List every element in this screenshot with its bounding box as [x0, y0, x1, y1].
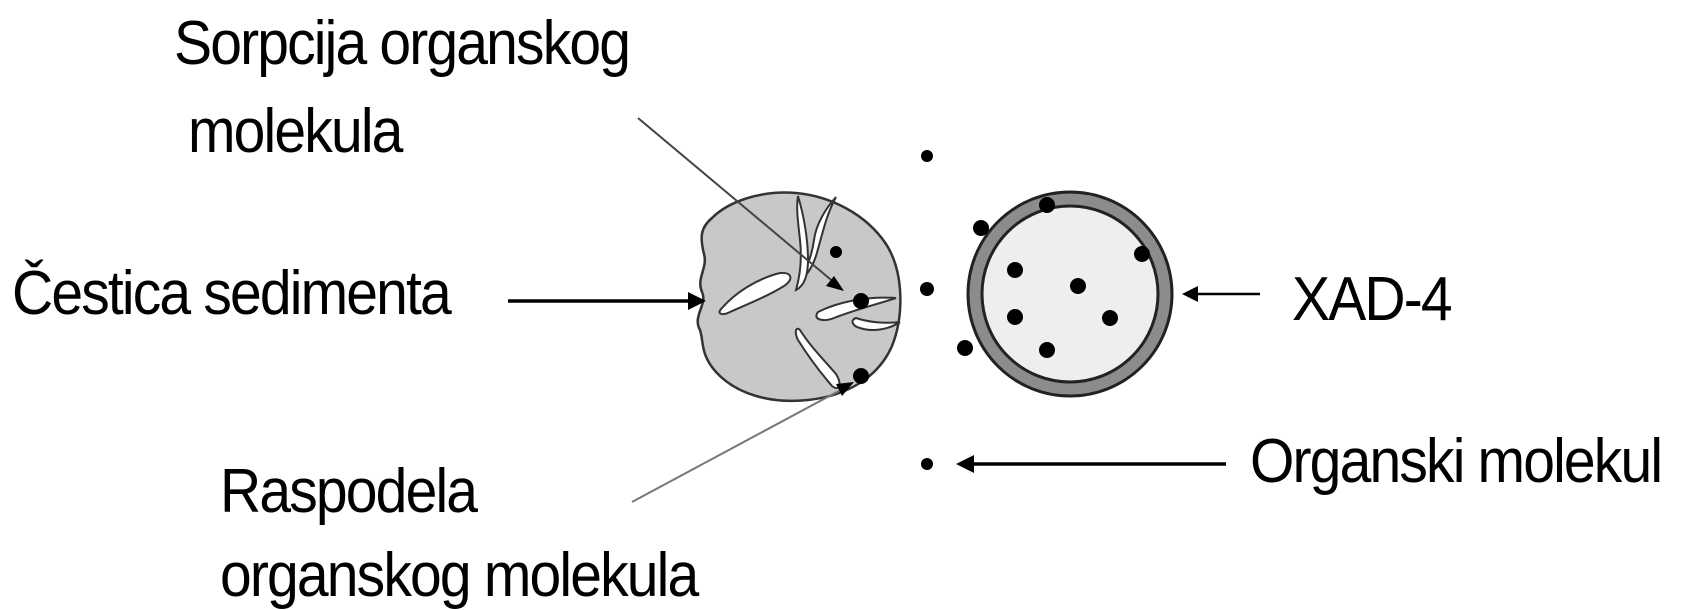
label-partition-line1: Raspodela — [220, 457, 478, 526]
particle-arrowhead — [688, 292, 706, 310]
molecule-dot-partitioned — [853, 368, 869, 384]
sediment-fissure-right-lower — [851, 316, 901, 331]
molecule-dot-free-top — [921, 150, 933, 162]
sorption-arrowhead — [826, 276, 844, 291]
molecule-dot-core-5 — [1039, 342, 1055, 358]
molecule-dot-free-middle — [920, 282, 934, 296]
molecule-dot-sorbed-top — [830, 246, 842, 258]
sediment-fissure-right — [815, 296, 897, 321]
molecule-dot-ring-top — [1039, 197, 1055, 213]
leader-lines — [508, 117, 1260, 503]
molecule-dot-free-bottom — [921, 458, 933, 470]
label-partition-line2: organskog molekula — [220, 541, 699, 610]
molecule-dot-ring-right — [1134, 246, 1150, 262]
sediment-fissure-upper-left — [794, 195, 810, 292]
molecule-dot-core-2 — [1070, 278, 1086, 294]
molecule-dot-sorbed-middle — [853, 293, 869, 309]
molecule-dot-ring-lower-left — [957, 340, 973, 356]
label-sorption-line2: molekula — [188, 97, 403, 166]
partition-leader-line — [631, 385, 849, 503]
sediment-fissure-left — [718, 272, 792, 316]
label-xad4: XAD-4 — [1292, 265, 1453, 334]
label-organic-molecule: Organski molekul — [1250, 427, 1663, 496]
sorption-leader-line — [637, 117, 837, 285]
xad4-inner-core — [980, 204, 1160, 384]
sediment-particle-body — [696, 191, 902, 403]
sediment-fissure-bottom — [794, 327, 841, 390]
xad4-arrowhead — [1182, 286, 1198, 302]
organic-molecules — [830, 150, 1150, 470]
sediment-particle — [696, 191, 902, 403]
molecule-arrowhead — [956, 455, 974, 473]
molecule-dot-core-3 — [1007, 309, 1023, 325]
molecule-dot-core-1 — [1007, 262, 1023, 278]
label-sediment-particle: Čestica sedimenta — [12, 259, 452, 328]
label-sorption-line1: Sorpcija organskog — [174, 9, 631, 78]
partition-arrowhead — [836, 382, 854, 396]
molecule-dot-ring-upper-left — [973, 220, 989, 236]
xad4-resin-bead — [966, 190, 1174, 398]
molecule-dot-core-4 — [1102, 310, 1118, 326]
